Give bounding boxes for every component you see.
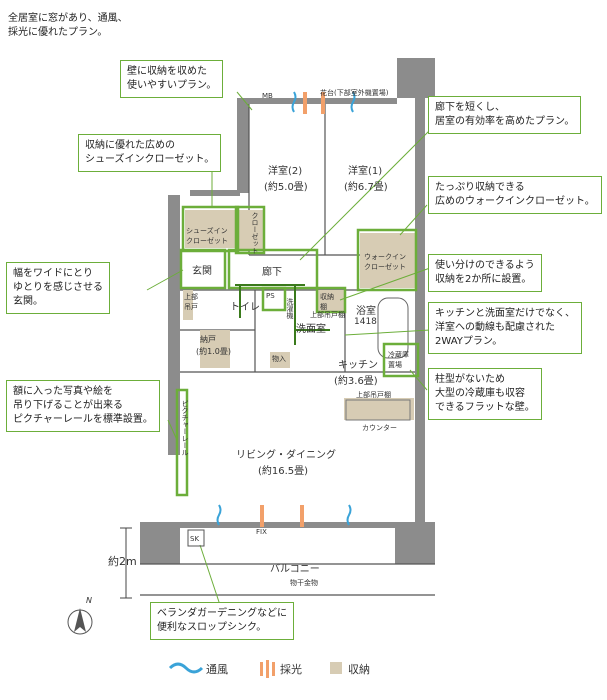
highlight-linen [315, 286, 347, 314]
storage-walkin [360, 233, 415, 288]
label-shoes-in: シューズイン クローゼット [186, 227, 228, 245]
room-toilet: トイレ [230, 302, 260, 313]
callout-two-way: キッチンと洗面室だけでなく、 洋室への動線も配慮された 2WAYプラン。 [428, 302, 582, 354]
room-living: リビング・ダイニング [236, 450, 336, 461]
label-storage-in: 物入 [272, 355, 286, 363]
label-closet: クローゼット [251, 212, 259, 254]
callout-picture-rail: 額に入った写真や絵を 吊り下げることが出来る ピクチャーレールを標準設置。 [6, 380, 160, 432]
callout-wide-entrance: 幅をワイドにとり ゆとりを感じさせる 玄関。 [6, 262, 110, 314]
callout-flat-wall: 柱型がないため 大型の冷蔵庫も収容 できるフラットな壁。 [428, 368, 542, 420]
room-bath-size: 1418 [354, 317, 377, 327]
wall-bottom [180, 522, 395, 528]
room-storage-size: (約1.0畳) [196, 347, 231, 356]
room-living-size: (約16.5畳) [258, 466, 309, 477]
room-storage: 納戸 [200, 335, 216, 344]
room-western1: 洋室(1) [348, 166, 383, 177]
label-fix: FIX [256, 528, 267, 536]
wall-entry-top [190, 190, 240, 196]
legend-storage: 収納 [348, 663, 370, 676]
room-western2: 洋室(2) [268, 166, 303, 177]
bathtub [377, 297, 409, 359]
wall-right [415, 98, 425, 522]
label-mb: MB [262, 92, 273, 100]
compass-label: N [86, 596, 92, 605]
storage-kitchen [344, 398, 414, 420]
highlight-closet [234, 205, 266, 255]
pillar-bottom-right [395, 522, 435, 564]
callout-wall-storage: 壁に収納を収めた 使いやすいプラン。 [120, 60, 224, 98]
highlight-entrance [179, 248, 227, 290]
room-balcony: バルコニー [270, 564, 320, 575]
ventilation-legend-icon [168, 662, 204, 674]
storage-shoes [185, 210, 235, 248]
storage-room [200, 330, 230, 368]
pillar-bottom-left [140, 522, 180, 564]
callout-slop-sink: ベランダガーデニングなどに 便利なスロップシンク。 [150, 602, 294, 640]
callout-short-hallway: 廊下を短くし、 居室の有効率を高めたプラン。 [428, 96, 582, 134]
highlight-rail [175, 388, 189, 497]
label-fridge: 冷蔵庫 置場 [388, 351, 409, 369]
label-shelf: 上部 吊戸 [184, 293, 198, 311]
label-picture-rail: ピクチャーレール [181, 400, 189, 456]
room-washroom: 洗面室 [296, 324, 326, 335]
highlight-fridge [382, 342, 420, 378]
callout-walk-in: たっぷり収納できる 広めのウォークインクローゼット。 [428, 176, 602, 214]
room-western1-size: (約6.7畳) [344, 182, 388, 193]
label-ps: PS [266, 292, 275, 300]
room-bath: 浴室 [356, 306, 376, 317]
label-planter: 花台(下部室外機置場) [320, 89, 389, 97]
label-linen: 収納 棚 [320, 293, 334, 311]
callout-shoes-in: 収納に優れた広めの シューズインクローゼット。 [78, 134, 222, 172]
callout-two-places: 使い分けのできるよう 収納を2か所に設置。 [428, 254, 542, 292]
label-sk: SK [190, 535, 200, 543]
callout-windows: 全居室に窓があり、通風、 採光に優れたプラン。 [2, 8, 134, 44]
compass [67, 608, 93, 635]
label-kitchen-upper: 上部吊戸棚 [356, 391, 391, 399]
highlight-walkin [356, 228, 418, 292]
room-kitchen-size: (約3.6畳) [334, 376, 378, 387]
storage-upper [183, 290, 193, 320]
label-wash-machine: 洗濯機 [286, 298, 294, 319]
room-hallway: 廊下 [262, 267, 282, 278]
highlight-ps [261, 286, 287, 312]
storage-legend-icon [330, 662, 342, 674]
room-kitchen: キッチン [338, 360, 378, 371]
wall-left-upper [237, 98, 249, 193]
storage-closet [238, 210, 263, 250]
label-upper-cabinet: 上部吊戸棚 [310, 311, 345, 319]
storage-in [270, 352, 290, 368]
legend-ventilation: 通風 [206, 663, 228, 676]
dimension-label: 約2m [108, 555, 137, 568]
storage-linen [318, 290, 344, 312]
pillar-top-right [397, 58, 435, 98]
room-entrance: 玄関 [192, 266, 212, 277]
label-counter: カウンター [362, 424, 397, 432]
label-drying: 物干金物 [290, 579, 318, 587]
lighting-legend-icon [260, 660, 275, 678]
label-walkin: ウォークイン クローゼット [364, 253, 406, 271]
legend-lighting: 採光 [280, 663, 302, 676]
room-western2-size: (約5.0畳) [264, 182, 308, 193]
